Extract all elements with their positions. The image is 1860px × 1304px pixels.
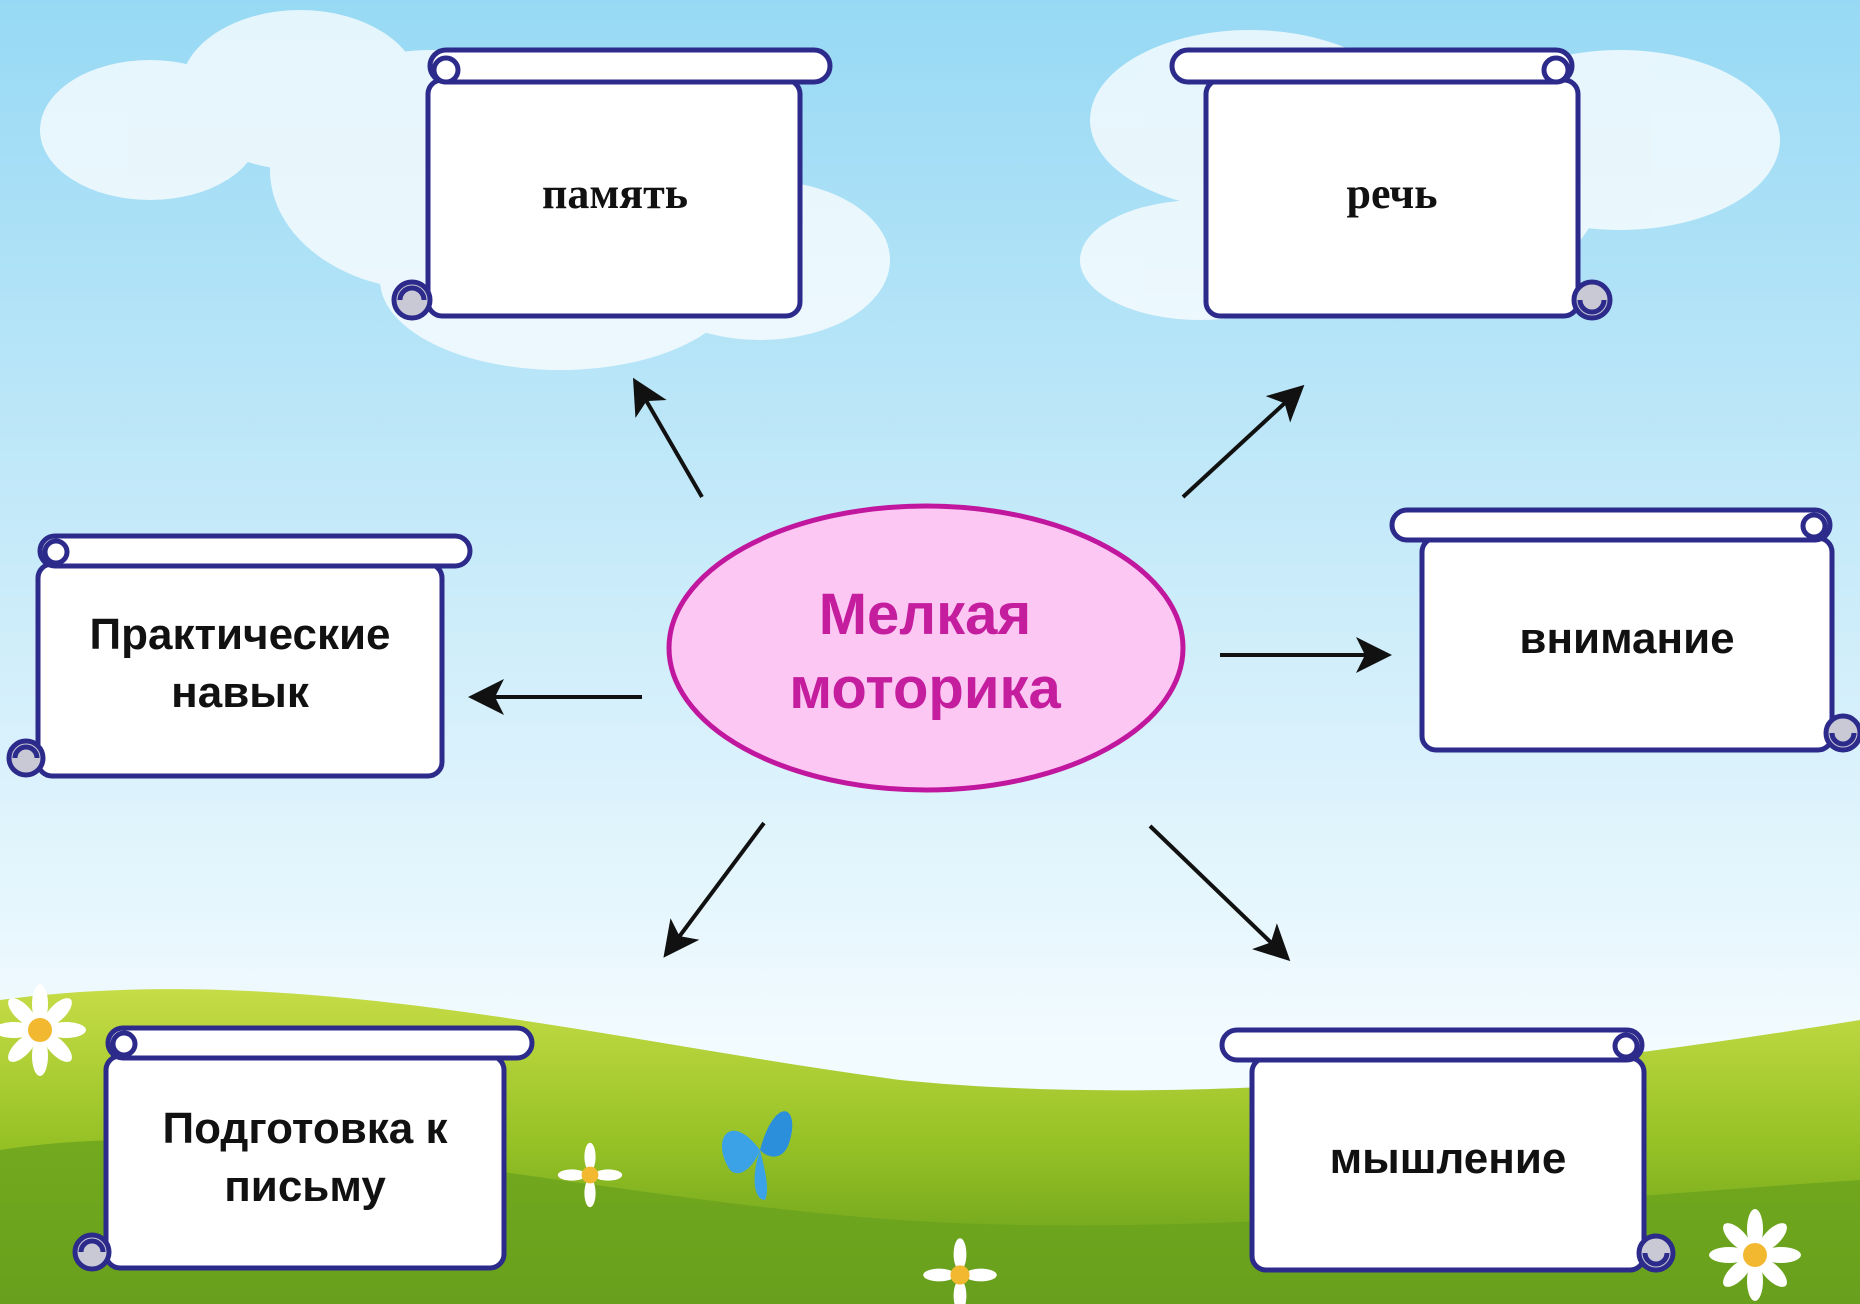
node-practical-line-2: навык: [171, 668, 309, 717]
daisy-flowers: [0, 984, 1801, 1304]
node-practical-label: Практические навык: [40, 606, 440, 722]
butterfly-icon: [721, 1111, 793, 1200]
scroll-thinking: [1219, 1027, 1676, 1273]
scroll-speech: [1169, 47, 1613, 321]
node-thinking-text: мышление: [1329, 1134, 1567, 1183]
node-attention-text: внимание: [1519, 614, 1735, 663]
arrow-to-memory: [632, 377, 704, 499]
node-writing-line-1: Подготовка к: [162, 1104, 448, 1153]
node-writing-line-2: письму: [224, 1162, 386, 1211]
center-line-1: Мелкая: [818, 582, 1032, 647]
node-thinking-label: мышление: [1252, 1130, 1644, 1188]
center-node-ellipse: [666, 503, 1186, 793]
node-speech-label: речь: [1206, 165, 1578, 223]
node-speech-text: речь: [1346, 169, 1438, 218]
node-attention-label: внимание: [1422, 610, 1832, 668]
arrow-to-speech: [1181, 384, 1305, 499]
node-memory-text: память: [541, 169, 688, 218]
node-practical-line-1: Практические: [89, 610, 391, 659]
node-writing-label: Подготовка к письму: [106, 1100, 504, 1216]
scroll-memory: [391, 47, 833, 321]
center-node-label: Мелкая моторика: [665, 578, 1185, 726]
center-line-2: моторика: [789, 656, 1061, 721]
arrow-to-thinking: [1148, 824, 1291, 962]
scroll-attention: [1389, 507, 1860, 753]
arrow-to-writing: [663, 821, 766, 958]
scroll-practical: [6, 533, 473, 779]
scroll-writing: [72, 1025, 535, 1272]
node-memory-label: память: [430, 165, 800, 223]
arrows: [468, 377, 1392, 962]
